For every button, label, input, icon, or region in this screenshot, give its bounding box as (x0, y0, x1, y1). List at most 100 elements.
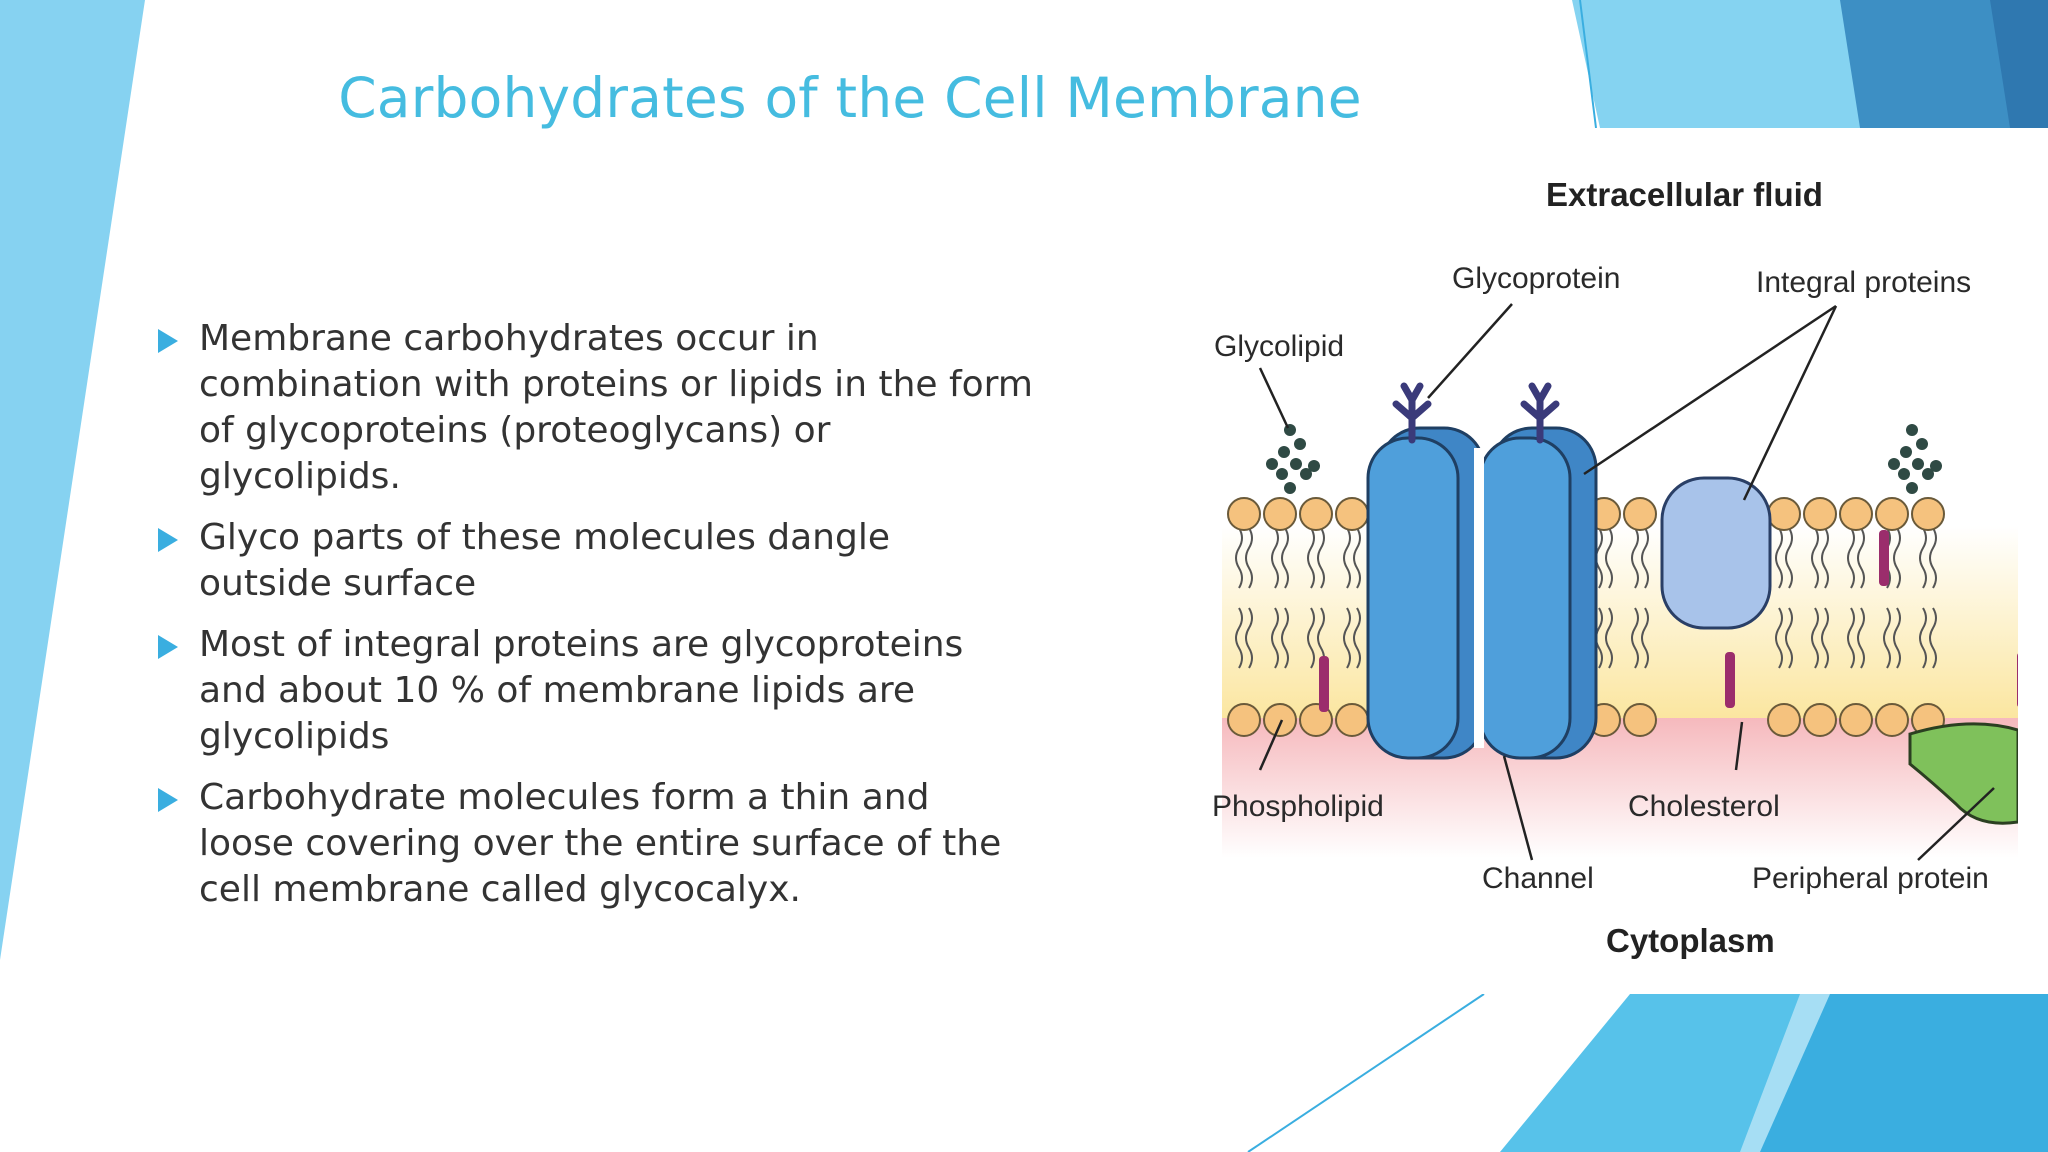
triangle-bullet-icon (158, 788, 178, 812)
label-cholesterol: Cholesterol (1628, 790, 1780, 823)
lipid-tail (1919, 527, 1927, 589)
lipid-tail (1245, 607, 1253, 669)
bullet-item: Carbohydrate molecules form a thin and l… (154, 775, 1034, 913)
cholesterol-mark (2017, 653, 2018, 707)
glycoprotein-sugar-fork (1520, 382, 1560, 444)
glycolipid-sugar-chain (1276, 468, 1288, 480)
glycolipid-sugar-chain (1278, 446, 1290, 458)
label-extracellular-fluid: Extracellular fluid (1546, 176, 1823, 213)
integral-protein (1660, 476, 1772, 630)
channel-protein-left (1366, 436, 1460, 760)
lipid-tail (1605, 607, 1613, 669)
lipid-head (1803, 497, 1837, 531)
glycolipid-sugar-chain (1290, 458, 1302, 470)
glycoprotein-sugar-fork (1392, 382, 1432, 444)
lipid-head (1875, 703, 1909, 737)
cell-membrane-figure: Extracellular fluid Glycoprotein Integra… (1182, 128, 2018, 994)
glycolipid-sugar-chain (1284, 482, 1296, 494)
cholesterol-mark (1319, 656, 1329, 712)
lipid-tail (1245, 527, 1253, 589)
label-channel: Channel (1482, 862, 1594, 895)
triangle-bullet-icon (158, 635, 178, 659)
lipid-tail (1811, 607, 1819, 669)
cholesterol-mark (1879, 530, 1889, 586)
lipid-tail (1919, 607, 1927, 669)
lipid-tail (1811, 527, 1819, 589)
lipid-tail (1281, 527, 1289, 589)
lipid-head (1911, 497, 1945, 531)
leader-line (1258, 367, 1290, 429)
lipid-tail (1641, 607, 1649, 669)
lipid-tail (1235, 527, 1243, 589)
lipid-tail (1883, 607, 1891, 669)
label-leader-lines (1258, 303, 1995, 861)
label-cytoplasm: Cytoplasm (1606, 922, 1775, 959)
lipid-tail (1307, 607, 1315, 669)
bullet-text: Carbohydrate molecules form a thin and l… (199, 777, 1002, 910)
lipid-tail (1929, 607, 1937, 669)
lipid-head (1263, 703, 1297, 737)
glycolipid-sugar-chain (1930, 460, 1942, 472)
phospholipid-bilayer (1227, 497, 2018, 737)
lipid-tail (1775, 607, 1783, 669)
lipid-tail (1281, 607, 1289, 669)
lipid-head (1335, 497, 1369, 531)
bottom-right-accent-shape-mid (1500, 994, 1800, 1152)
left-accent-shape (0, 0, 145, 960)
glycolipid-sugar-chain (1906, 424, 1918, 436)
glycolipid-sugar-chain (1308, 460, 1320, 472)
membrane-proteins (1266, 382, 2018, 825)
glycolipid-sugar-chain (1912, 458, 1924, 470)
lipid-head (1875, 497, 1909, 531)
glycolipid-sugar-chain (1906, 482, 1918, 494)
lipid-tail (1353, 607, 1361, 669)
lipid-head (1623, 703, 1657, 737)
leader-line (1258, 719, 1284, 771)
glycolipid-sugar-chain (1898, 468, 1910, 480)
cholesterol-mark (1725, 652, 1735, 708)
lipid-head (1839, 497, 1873, 531)
leader-line (1427, 303, 1513, 399)
lipid-head (1623, 497, 1657, 531)
top-right-thin-line (1579, 0, 1597, 129)
bullet-item: Glyco parts of these molecules dangle ou… (154, 515, 1034, 607)
lipid-tail (1641, 527, 1649, 589)
bullet-text: Membrane carbohydrates occur in combinat… (199, 318, 1033, 497)
glycolipid-sugar-chain (1888, 458, 1900, 470)
lipid-tail (1271, 527, 1279, 589)
lipid-tail (1605, 527, 1613, 589)
bullet-item: Most of integral proteins are glycoprote… (154, 622, 1034, 760)
glycolipid-sugar-chain (1300, 468, 1312, 480)
lipid-tail (1893, 527, 1901, 589)
channel-gap (1474, 448, 1484, 748)
lipid-head (1227, 497, 1261, 531)
top-right-accent-shape-dark (1990, 0, 2048, 128)
bullet-text: Most of integral proteins are glycoprote… (199, 624, 964, 757)
glycolipid-sugar-chain (1922, 468, 1934, 480)
lipid-tail (1775, 527, 1783, 589)
cytoplasm-shading (1222, 718, 2018, 858)
lipid-tail (1929, 527, 1937, 589)
lipid-tail (1785, 607, 1793, 669)
glycolipid-sugar-chain (1294, 438, 1306, 450)
lipid-tail (1317, 527, 1325, 589)
lipid-tail (1847, 607, 1855, 669)
lipid-tail (1353, 527, 1361, 589)
cell-membrane-diagram (1222, 303, 2018, 861)
bottom-right-accent-shape-dark (1760, 994, 2048, 1152)
label-phospholipid: Phospholipid (1212, 790, 1384, 823)
lipid-head (1263, 497, 1297, 531)
label-glycolipid: Glycolipid (1214, 330, 1345, 363)
leader-line (1742, 305, 1838, 501)
lipid-head (1299, 497, 1333, 531)
lipid-tail (1847, 527, 1855, 589)
glycolipid-sugar-chain (1900, 446, 1912, 458)
lipid-tail (1271, 607, 1279, 669)
peripheral-protein (1908, 722, 2018, 825)
lipid-tail (1235, 607, 1243, 669)
lipid-head (1767, 703, 1801, 737)
lipid-head (1803, 703, 1837, 737)
lipid-tail (1631, 607, 1639, 669)
slide-title: Carbohydrates of the Cell Membrane (338, 66, 1362, 130)
